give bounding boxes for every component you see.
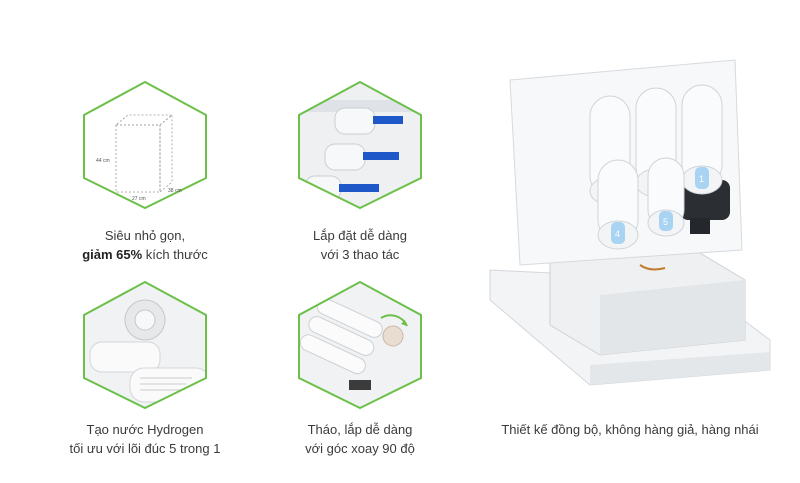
filter-number-1: 1 [699,174,704,184]
fitting-2 [324,143,399,171]
size-caption-rest: kích thước [142,247,208,262]
size-caption-line2: giảm 65% kích thước [70,245,220,264]
hydrogen-caption-line2: tối ưu với lõi đúc 5 trong 1 [69,441,221,456]
size-caption: Siêu nhỏ gọn, giảm 65% kích thước [70,226,220,264]
filter-number-4: 4 [615,229,620,239]
install-caption: Lắp đặt dễ dàng với 3 thao tác [285,226,435,264]
filter-cartridges: 1 2 3 4 5 [589,84,723,250]
hydrogen-caption-line1: Tạo nước Hydrogen [86,422,204,437]
dim-width-label: 27 cm [132,196,146,202]
hydrogen-hexagon [83,280,207,410]
rotate-caption-line2: với góc xoay 90 độ [305,441,415,456]
hand-icon [382,325,404,347]
filter-number-5: 5 [663,217,668,227]
product-caption: Thiết kế đồng bộ, không hàng giả, hàng n… [501,422,759,437]
dim-depth-label: 38 cm [168,188,182,194]
install-caption-line1: Lắp đặt dễ dàng [313,228,407,243]
fitting-1 [334,107,403,135]
hydrogen-caption: Tạo nước Hydrogen tối ưu với lõi đúc 5 t… [55,420,235,458]
rotate-caption-line1: Tháo, lắp dễ dàng [307,422,413,437]
size-hexagon: 44 cm 38 cm 27 cm [83,80,207,210]
install-hexagon [298,80,422,210]
size-caption-bold: giảm 65% [82,247,143,262]
product-image: 1 2 3 4 5 [489,59,771,386]
install-caption-line2: với 3 thao tác [320,247,400,262]
rotate-hexagon [298,280,422,410]
dim-height-label: 44 cm [96,158,110,164]
size-caption-line1: Siêu nhỏ gọn, [104,228,186,243]
rotate-caption: Tháo, lắp dễ dàng với góc xoay 90 độ [280,420,440,458]
